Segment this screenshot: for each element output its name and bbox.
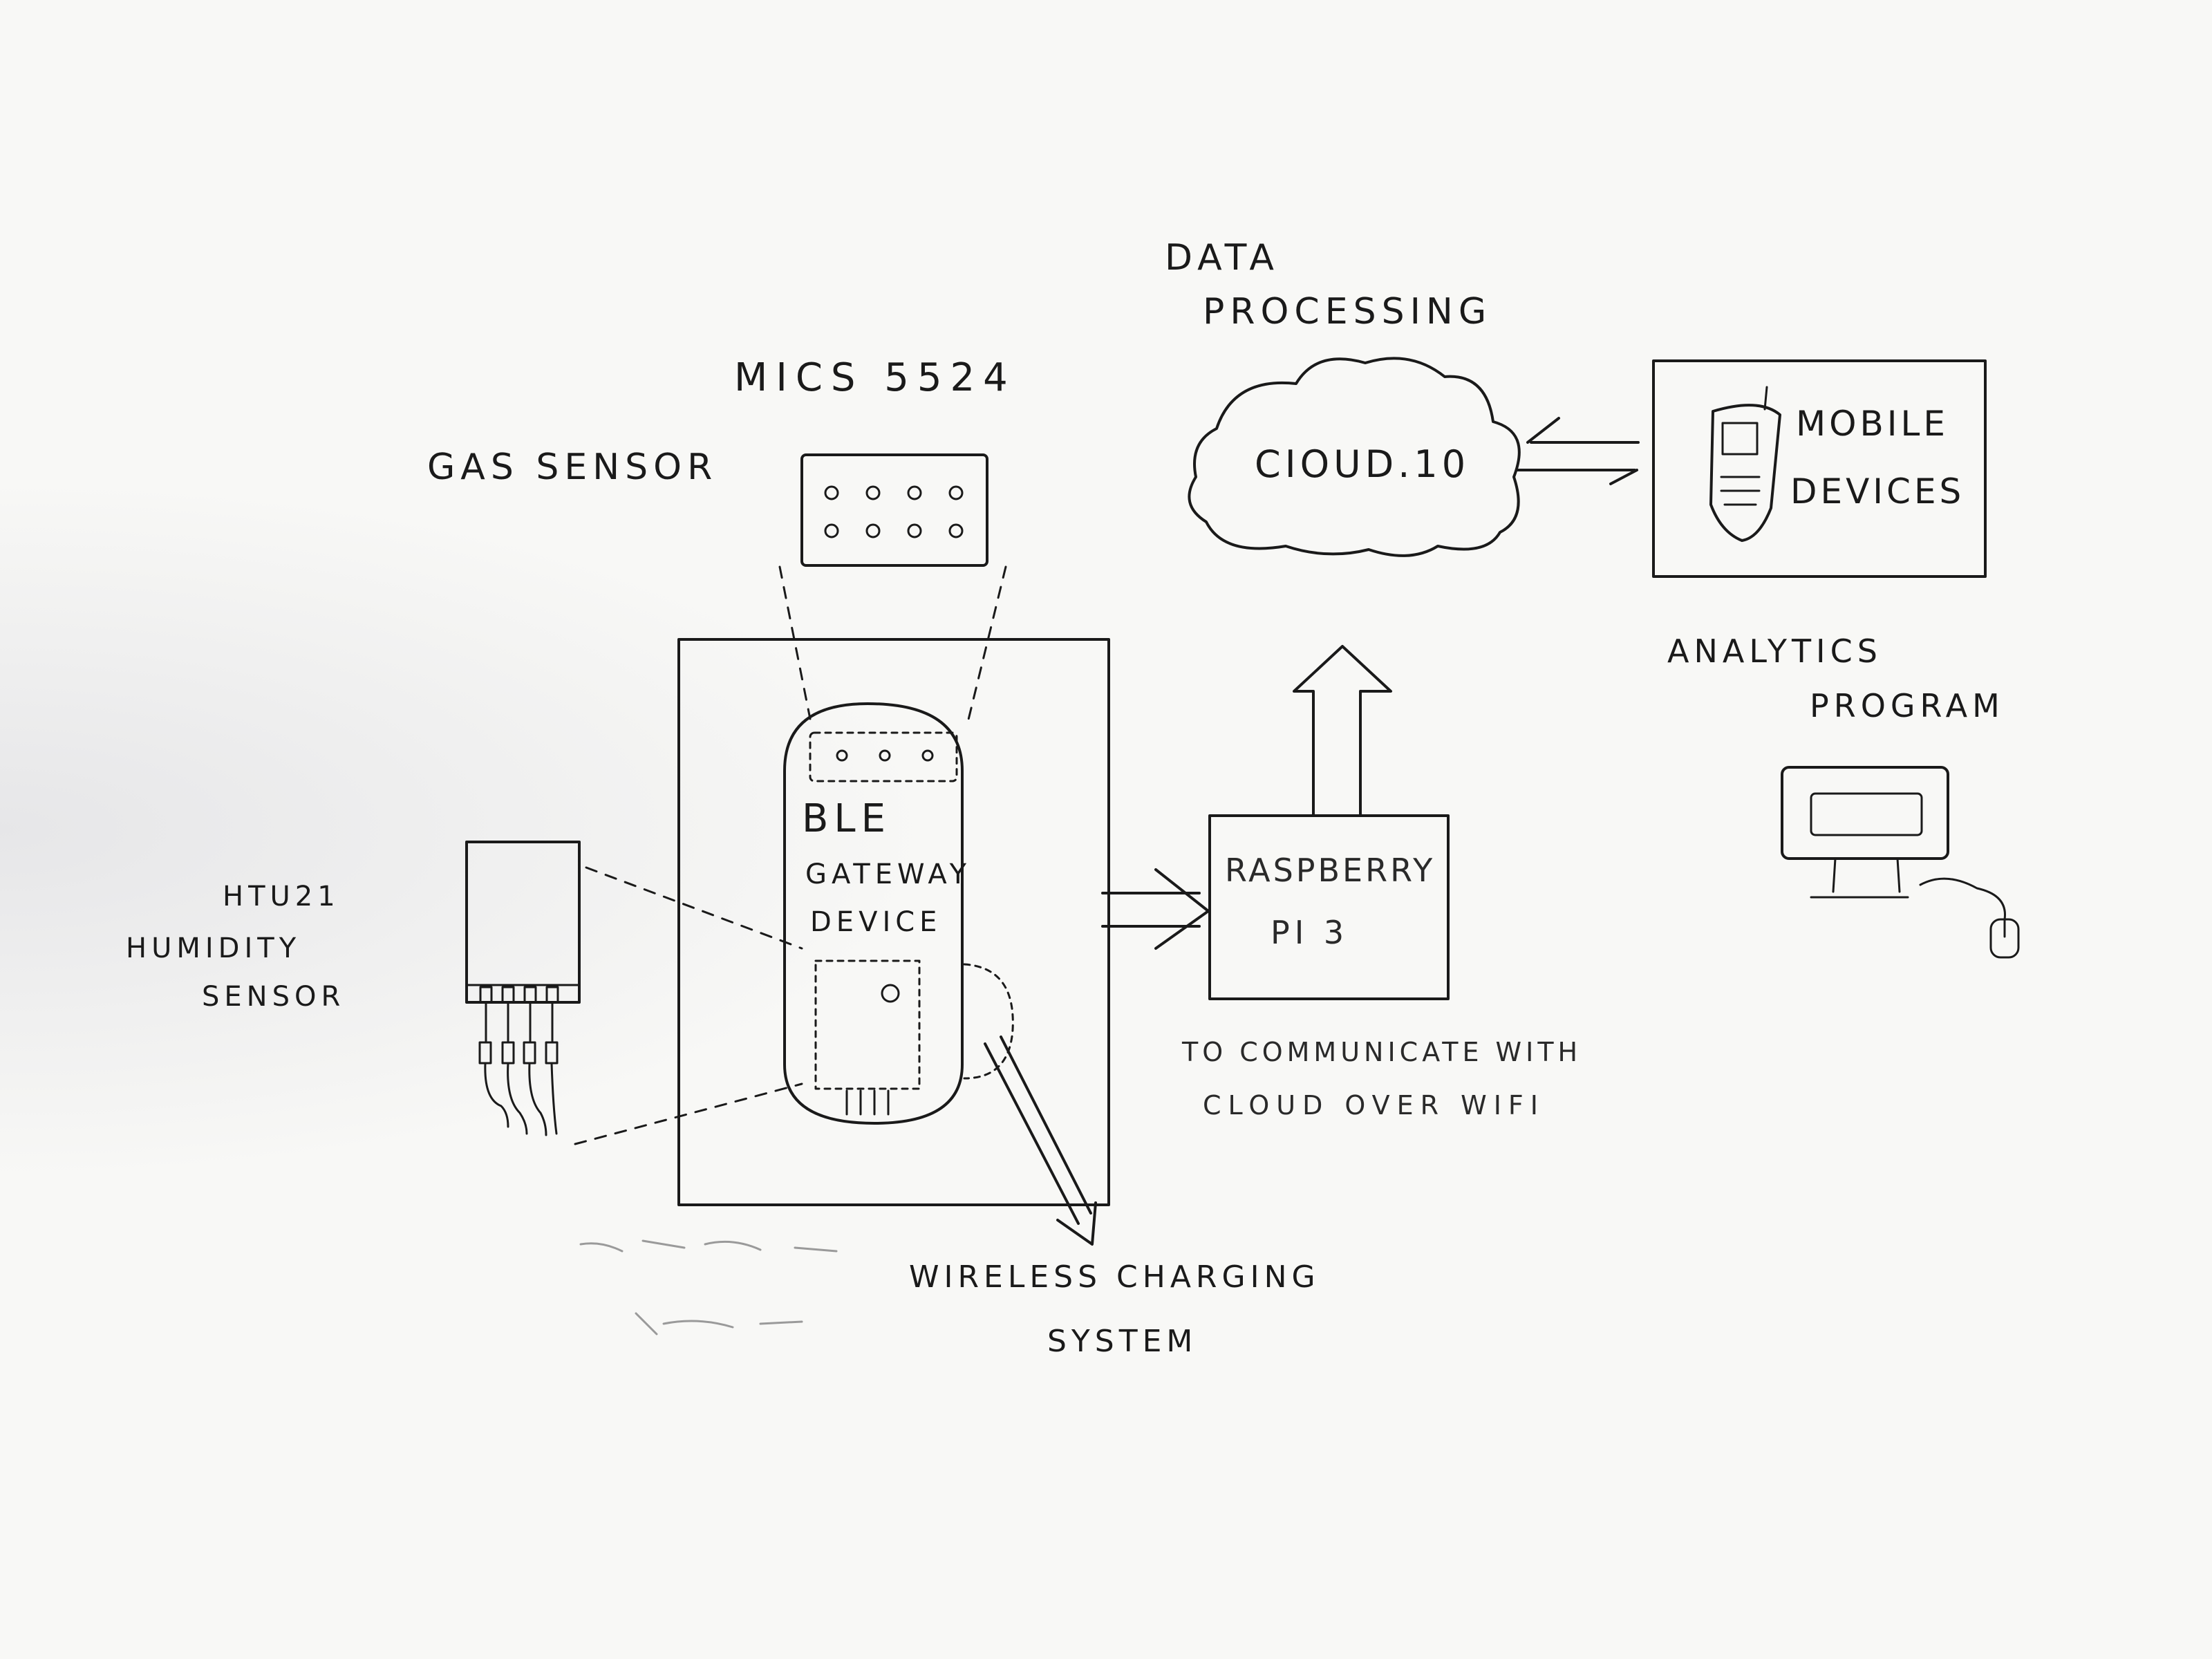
wireless-charging-arrow [984,1035,1097,1246]
ble-gateway-device [783,702,1014,1125]
raspberry-pi-label-line2: PI 3 [1271,914,1349,951]
cloud-label: CIOUD.10 [1255,442,1470,486]
data-processing-label-line2: PROCESSING [1203,291,1492,332]
gas-sensor-module [800,453,988,567]
charging-label-line1: WIRELESS CHARGING [909,1259,1320,1295]
gas-sensor-model-label: MICS 5524 [734,355,1016,400]
ble-to-pi-arrow [1101,868,1210,950]
ble-label-line1: BLE [802,796,891,841]
wifi-note-line1: TO COMMUNICATE WITH [1181,1037,1582,1067]
faint-pencil-mark [579,1239,838,1253]
humidity-projection-top [585,866,803,950]
mobile-devices-box [1652,359,1987,578]
gas-sensor-projection-left [778,565,812,720]
computer-icon [1781,766,2020,959]
enclosure-box [677,638,1110,1206]
raspberry-pi-label-line1: RASPBERRY [1225,852,1435,889]
analytics-label-line2: PROGRAM [1810,687,2005,724]
htu21-label-line3: SENSOR [202,981,345,1013]
ble-label-line2: GATEWAY [805,859,971,890]
gas-sensor-projection-right [966,565,1007,724]
charging-label-line2: SYSTEM [1047,1324,1197,1359]
mobile-label-line1: MOBILE [1796,404,1949,444]
htu21-label-line2: HUMIDITY [126,932,301,964]
gas-sensor-label: GAS SENSOR [427,447,718,488]
analytics-label-line1: ANALYTICS [1667,632,1882,670]
faint-pencil-mark-2 [635,1312,803,1335]
cloud-mobile-arrows [1516,417,1640,485]
pi-to-cloud-arrow [1293,645,1392,817]
wifi-note-line2: CLOUD OVER WIFI [1203,1090,1545,1121]
mobile-phone-icon [1709,386,1781,542]
data-processing-label-line1: DATA [1165,237,1280,279]
ble-label-line3: DEVICE [810,906,941,938]
raspberry-pi-box [1208,814,1450,1000]
humidity-sensor-module [465,841,581,1136]
humidity-projection-bottom [574,1082,803,1145]
htu21-label-line1: HTU21 [223,881,340,912]
cloud-shape [1188,357,1521,557]
mobile-label-line2: DEVICES [1790,471,1965,512]
